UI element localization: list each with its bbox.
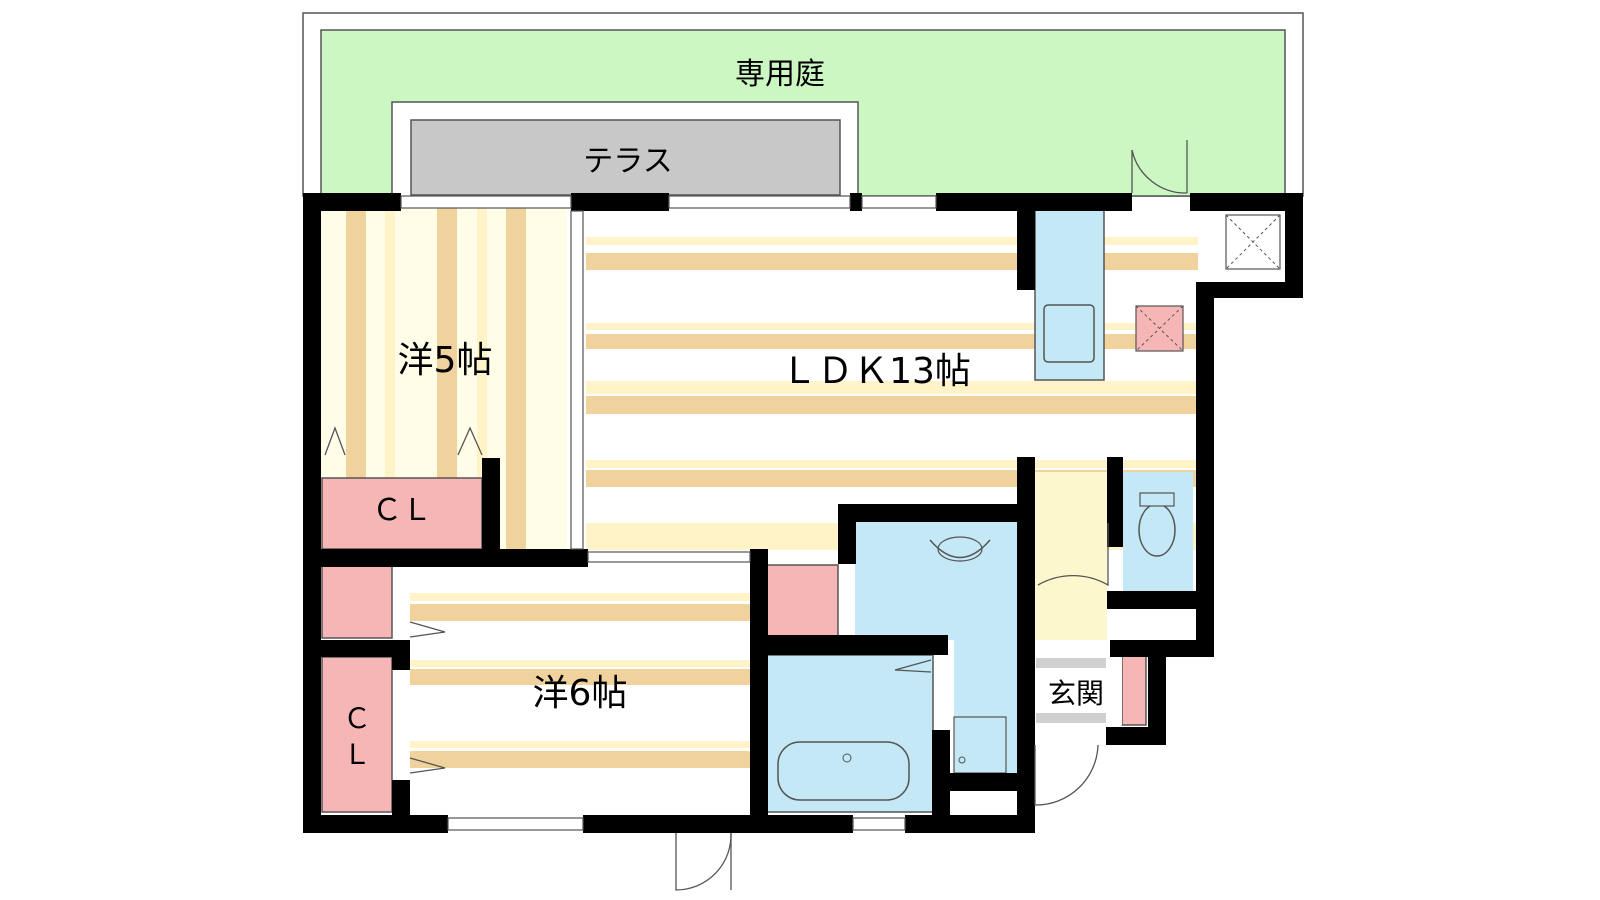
ldk-label: ＬＤＫ13帖 <box>781 351 971 392</box>
closet-b-label-1: Ｃ <box>343 702 371 735</box>
stove-cross-icon <box>1135 305 1184 352</box>
bathtub-icon <box>777 741 910 801</box>
toilet-tank-icon <box>1139 492 1175 507</box>
western-6-label: 洋6帖 <box>533 673 628 714</box>
storage-mid-area <box>765 564 839 639</box>
hall-area <box>1035 472 1107 640</box>
walls <box>303 193 1303 833</box>
entrance-step-2 <box>1036 713 1106 723</box>
basin-bowl-icon <box>937 536 983 562</box>
terrace-area <box>410 119 841 196</box>
closet-a-label: ＣＬ <box>372 493 432 528</box>
western-5-label: 洋5帖 <box>398 340 493 381</box>
toilet-icon <box>1138 503 1176 557</box>
fridge-cross-icon <box>1225 214 1281 270</box>
washroom-area <box>855 520 1017 640</box>
washer-icon <box>953 716 1007 774</box>
bath-drain-icon <box>842 753 852 763</box>
windows <box>400 195 937 831</box>
doors <box>324 140 1188 891</box>
storage-left-area <box>321 564 393 639</box>
garden-label: 専用庭 <box>735 57 825 92</box>
closet-a-area <box>321 477 483 550</box>
washer-dot-icon <box>958 756 966 764</box>
entrance-label: 玄関 <box>1048 677 1104 710</box>
shoe-closet-area <box>1121 654 1147 726</box>
sink-icon <box>1043 304 1095 363</box>
closet-b-area <box>321 656 393 813</box>
terrace-label: テラス <box>583 144 672 179</box>
entrance-step <box>1036 658 1106 668</box>
western-6-floor <box>410 565 750 813</box>
closet-b-label-2: Ｌ <box>343 738 371 771</box>
basin-icon <box>929 539 991 559</box>
